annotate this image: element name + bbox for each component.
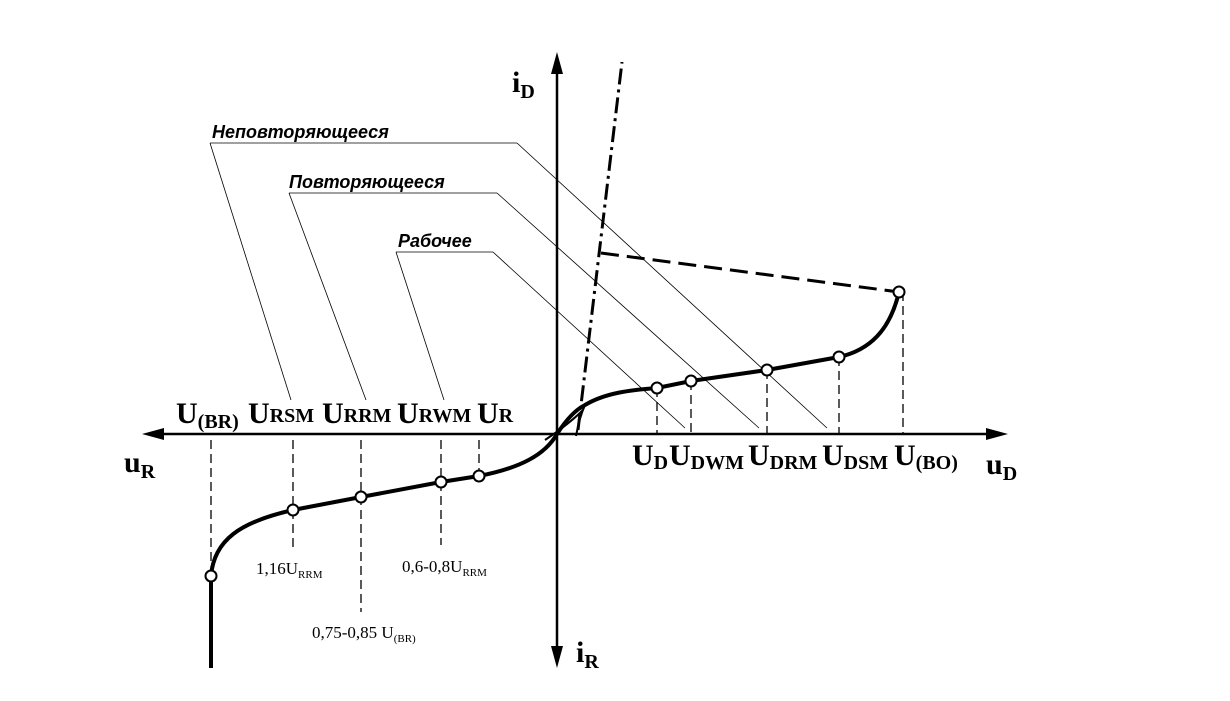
- note-06-08urrm-sub: RRM: [462, 567, 487, 579]
- arrow-down: [551, 646, 563, 668]
- axis-label-id-main: i: [512, 66, 520, 99]
- label-urrm: URRM: [322, 397, 392, 430]
- label-ursm-sub: RSM: [270, 405, 315, 427]
- label-urrm-sub: RRM: [344, 405, 392, 427]
- marker-ud: [650, 381, 664, 395]
- marker-ur: [472, 469, 486, 483]
- label-urrm-main: U: [322, 397, 344, 430]
- note-116urrm-sub: RRM: [298, 569, 323, 581]
- leader-work-right: [492, 251, 686, 429]
- label-urwm: URWM: [397, 397, 471, 430]
- label-udrm-sub: DRM: [770, 452, 818, 474]
- marker-urrm: [354, 490, 368, 504]
- origin-hook: [544, 409, 584, 441]
- note-06-08urrm: 0,6-0,8URRM: [402, 557, 487, 579]
- note-075-085ubr: 0,75-0,85 U(BR): [312, 623, 416, 645]
- axis-label-ir-main: i: [576, 636, 584, 669]
- markers: [204, 285, 906, 583]
- label-udrm-main: U: [748, 439, 770, 472]
- marker-urwm: [434, 475, 448, 489]
- marker-ubr: [204, 569, 218, 583]
- on-state-line: [576, 61, 624, 431]
- label-ubo-main: U: [894, 439, 916, 472]
- note-06-08urrm-main: 0,6-0,8U: [402, 557, 462, 576]
- label-urwm-sub: RWM: [419, 405, 472, 427]
- label-ur: UR: [477, 397, 514, 430]
- iv-curve: [209, 291, 901, 668]
- marker-udwm: [684, 374, 698, 388]
- marker-udrm: [760, 363, 774, 377]
- annotation-working: Рабочее: [398, 231, 472, 251]
- label-udwm: UDWM: [669, 439, 744, 474]
- leader-non-rep-right: [516, 142, 828, 429]
- leader-rep-left: [288, 192, 367, 401]
- label-udsm-sub: DSM: [844, 452, 889, 474]
- axis-label-id-sub: D: [520, 81, 534, 103]
- label-ubr-sub: (BR): [198, 411, 239, 433]
- label-ud-main: U: [632, 439, 654, 472]
- label-ursm: URSM: [248, 397, 314, 430]
- annotation-non-repetitive: Неповторяющееся: [212, 122, 389, 142]
- axes: [150, 65, 995, 660]
- axis-label-ud-sub: D: [1003, 463, 1017, 485]
- note-116urrm-main: 1,16U: [256, 559, 298, 578]
- axis-label-ir: iR: [576, 636, 599, 673]
- marker-udsm: [832, 350, 846, 364]
- label-udsm: UDSM: [822, 439, 888, 474]
- arrow-right: [986, 428, 1008, 440]
- dashed-drops: [210, 292, 904, 612]
- note-075-085ubr-main: 0,75-0,85 U: [312, 623, 394, 642]
- label-urwm-main: U: [397, 397, 419, 430]
- label-ud: UD: [632, 439, 668, 474]
- label-ud-sub: D: [654, 452, 668, 474]
- label-ursm-main: U: [248, 397, 270, 430]
- arrow-left: [142, 428, 164, 440]
- label-ubo: U(BO): [894, 439, 958, 474]
- note-075-085ubr-sub: (BR): [394, 633, 416, 645]
- arrow-up: [551, 52, 563, 74]
- leader-work-left: [395, 251, 445, 401]
- label-ur-main: U: [477, 397, 499, 430]
- axis-label-ud-main: u: [986, 448, 1003, 481]
- label-udwm-main: U: [669, 439, 691, 472]
- leader-non-rep-left: [209, 142, 292, 401]
- axis-label-ur: uR: [124, 446, 156, 483]
- label-ur-sub: R: [499, 405, 514, 427]
- breakover-line: [600, 251, 900, 294]
- marker-ubo: [892, 285, 906, 299]
- label-udwm-sub: DWM: [691, 452, 744, 474]
- label-ubo-sub: (BO): [916, 452, 958, 474]
- leader-lines: [209, 142, 828, 429]
- annotation-repetitive: Повторяющееся: [289, 172, 445, 192]
- axis-label-id: iD: [512, 66, 535, 103]
- leader-rep-right: [496, 192, 760, 429]
- axis-label-ur-main: u: [124, 446, 141, 479]
- marker-ursm: [286, 503, 300, 517]
- note-116urrm: 1,16URRM: [256, 559, 323, 581]
- label-ubr: U(BR): [176, 397, 239, 433]
- label-udsm-main: U: [822, 439, 844, 472]
- axis-label-ir-sub: R: [584, 651, 599, 673]
- axis-label-ud: uD: [986, 448, 1017, 485]
- axis-label-ur-sub: R: [141, 461, 156, 483]
- label-udrm: UDRM: [748, 439, 818, 474]
- label-ubr-main: U: [176, 397, 198, 430]
